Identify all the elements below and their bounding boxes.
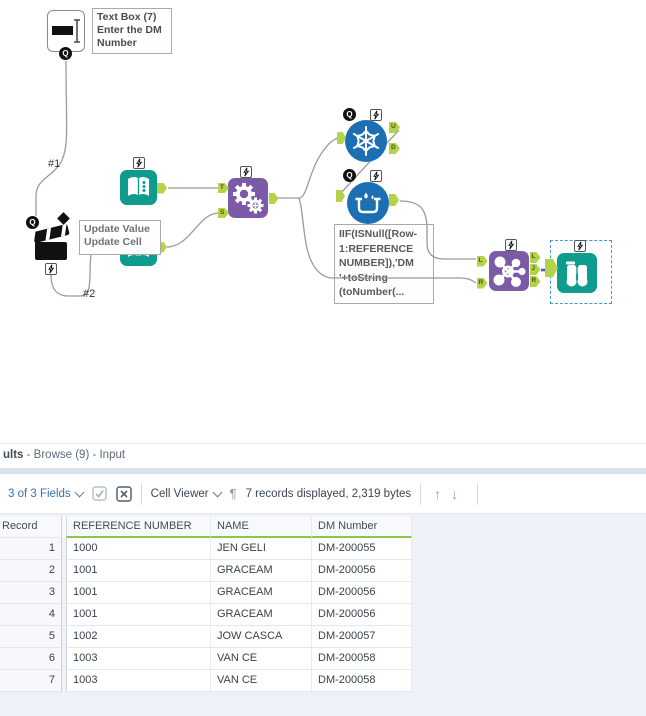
table-header-row: Record REFERENCE NUMBER NAME DM Number xyxy=(0,516,412,538)
output-anchor-u[interactable]: U xyxy=(389,122,400,133)
lightning-anchor-join[interactable] xyxy=(505,238,517,251)
header-dm-number[interactable]: DM Number xyxy=(312,516,412,538)
output-anchor-join-l[interactable]: L xyxy=(529,252,541,263)
results-caption: ults - Browse (9) - Input xyxy=(0,444,646,468)
input-anchor-t[interactable]: T xyxy=(218,183,229,193)
workflow-canvas: IIF(ISNull([Row- 1:REFERENCE NUMBER]),'D… xyxy=(26,8,612,304)
chevron-down-icon xyxy=(212,487,223,497)
lightning-anchor-browse[interactable] xyxy=(574,239,586,252)
output-anchor-textinput2[interactable] xyxy=(157,241,167,253)
connection-wires xyxy=(35,60,550,297)
q-anchor-formula[interactable]: Q xyxy=(343,169,356,182)
output-anchor-textinput1[interactable] xyxy=(157,182,167,194)
table-row[interactable]: 3 1001 GRACEAM DM-200056 xyxy=(0,582,412,604)
action-tool[interactable] xyxy=(26,212,74,264)
output-anchor-gears[interactable] xyxy=(268,193,279,204)
connection-label-1: #1 xyxy=(48,158,61,170)
output-anchor-join-r[interactable]: R xyxy=(529,276,541,287)
formula-tool[interactable] xyxy=(347,182,389,224)
table-body: 1 1000 JEN GELI DM-200055 2 1001 GRACEAM… xyxy=(0,538,412,692)
table-row[interactable]: 6 1003 VAN CE DM-200058 xyxy=(0,648,412,670)
results-panel: ults - Browse (9) - Input 3 of 3 Fields … xyxy=(0,443,646,716)
lightning-anchor-gears[interactable] xyxy=(240,165,252,178)
input-anchor-formula[interactable] xyxy=(336,190,345,202)
chevron-down-icon xyxy=(74,487,85,497)
fields-dropdown[interactable]: 3 of 3 Fields xyxy=(8,487,85,500)
header-record[interactable]: Record xyxy=(0,516,62,538)
toolbar-divider xyxy=(420,482,422,505)
text-box-icon xyxy=(52,19,80,43)
table-row[interactable]: 1 1000 JEN GELI DM-200055 xyxy=(0,538,412,560)
input-anchor-browse[interactable] xyxy=(545,259,558,277)
results-divider-band xyxy=(0,468,646,474)
results-toolbar: 3 of 3 Fields Cell Viewer ¶ 7 records di… xyxy=(0,474,646,514)
cell-viewer-dropdown[interactable]: Cell Viewer xyxy=(151,487,223,500)
q-anchor-unique[interactable]: Q xyxy=(343,108,356,121)
browse-tool[interactable] xyxy=(557,253,597,293)
results-subtitle: - Browse (9) - Input xyxy=(23,449,126,461)
table-row[interactable]: 7 1003 VAN CE DM-200058 xyxy=(0,670,412,692)
toolbar-divider xyxy=(140,482,142,505)
output-anchor-formula[interactable] xyxy=(389,194,399,206)
header-reference-number[interactable]: REFERENCE NUMBER xyxy=(66,516,211,538)
up-arrow-icon[interactable]: ↑ xyxy=(434,485,452,502)
comment-box[interactable]: Text Box (7) Enter the DM Number xyxy=(92,8,172,54)
table-row[interactable]: 2 1001 GRACEAM DM-200056 xyxy=(0,560,412,582)
table-row[interactable]: 5 1002 JOW CASCA DM-200057 xyxy=(0,626,412,648)
select-all-checkbox-icon[interactable] xyxy=(91,486,107,501)
input-anchor-join-l[interactable]: L xyxy=(476,255,488,267)
input-anchor-unique[interactable] xyxy=(337,132,346,144)
lightning-anchor-formula[interactable] xyxy=(370,169,382,182)
output-anchor-d[interactable]: D xyxy=(389,143,400,154)
formula-icon xyxy=(355,192,381,214)
action-tooltip: Update Value Update Cell xyxy=(79,220,161,255)
text-input-tool-1[interactable] xyxy=(120,170,157,205)
join-tool[interactable] xyxy=(489,251,529,291)
binoculars-icon xyxy=(566,261,588,287)
records-status: 7 records displayed, 2,319 bytes xyxy=(245,487,412,500)
text-input-icon xyxy=(128,177,149,196)
header-name[interactable]: NAME xyxy=(211,516,312,538)
results-grid: Record REFERENCE NUMBER NAME DM Number 1… xyxy=(0,516,412,692)
formula-annotation[interactable]: IIF(ISNull([Row- 1:REFERENCE NUMBER]),'D… xyxy=(334,224,434,304)
q-anchor-textbox[interactable]: Q xyxy=(59,47,72,60)
clapperboard-icon xyxy=(29,212,70,260)
unique-tool[interactable] xyxy=(345,120,387,162)
lightning-anchor-unique[interactable] xyxy=(370,108,382,121)
join-network-icon xyxy=(493,256,526,287)
toolbar-divider xyxy=(477,482,479,505)
lightning-anchor-action[interactable] xyxy=(45,262,57,275)
input-anchor-s[interactable]: S xyxy=(218,208,229,218)
snowflake-icon xyxy=(351,126,381,156)
results-title: ults xyxy=(3,449,24,461)
connection-label-2: #2 xyxy=(83,288,96,300)
gears-tool[interactable] xyxy=(228,178,268,218)
text-box-tool[interactable] xyxy=(47,10,85,52)
gears-icon xyxy=(233,183,264,214)
output-anchor-join-j[interactable]: J xyxy=(529,264,541,275)
deselect-all-icon[interactable] xyxy=(115,485,132,502)
down-arrow-icon[interactable]: ↓ xyxy=(451,485,469,502)
pilcrow-icon[interactable]: ¶ xyxy=(229,486,237,501)
input-anchor-join-r[interactable]: R xyxy=(476,277,488,289)
lightning-anchor-textinput1[interactable] xyxy=(133,156,145,169)
q-anchor-action[interactable]: Q xyxy=(26,216,39,229)
table-row[interactable]: 4 1001 GRACEAM DM-200056 xyxy=(0,604,412,626)
